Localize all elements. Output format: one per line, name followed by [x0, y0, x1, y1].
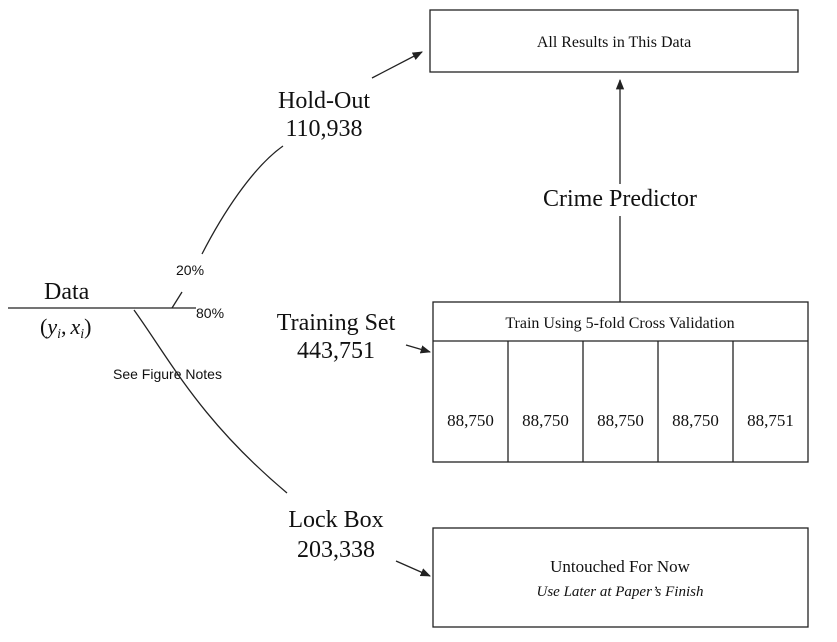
fold-count-4: 88,750 — [672, 411, 719, 430]
cv-box: Train Using 5-fold Cross Validation 88,7… — [432, 301, 809, 463]
lockbox-label: Lock Box — [288, 507, 383, 533]
holdout-percent: 20% — [176, 262, 204, 278]
fold-count-5: 88,751 — [747, 411, 794, 430]
fold-count-2: 88,750 — [522, 411, 569, 430]
training-count: 443,751 — [297, 338, 375, 364]
holdout-split-tick — [171, 291, 183, 309]
cv-folds: 88,750 88,750 88,750 88,750 88,751 — [447, 341, 794, 462]
untouched-box — [432, 527, 809, 628]
cv-box-title: Train Using 5-fold Cross Validation — [505, 315, 734, 332]
tuple-close-paren: ) — [84, 314, 91, 339]
holdout-arrow — [371, 51, 423, 79]
fold-count-3: 88,750 — [597, 411, 644, 430]
holdout-label: Hold-Out — [278, 88, 370, 114]
tuple-y-subscript: i — [57, 327, 61, 342]
untouched-box-subtitle: Use Later at Paper’s Finish — [537, 584, 704, 600]
lockbox-arrow — [395, 560, 431, 577]
training-arrow — [405, 344, 431, 354]
tuple-open-paren: ( — [40, 314, 47, 339]
data-tuple-label: (yi,xi) — [40, 314, 91, 342]
holdout-connector — [201, 145, 284, 255]
fold-count-1: 88,750 — [447, 411, 494, 430]
training-label: Training Set — [277, 310, 396, 336]
untouched-box-title: Untouched For Now — [550, 557, 690, 576]
holdout-count: 110,938 — [285, 116, 362, 142]
lockbox-count: 203,338 — [297, 537, 375, 563]
results-box — [429, 9, 799, 73]
lockbox-note: See Figure Notes — [113, 366, 222, 382]
training-percent: 80% — [196, 305, 224, 321]
tuple-x-subscript: i — [80, 327, 84, 342]
data-label: Data — [44, 279, 90, 305]
tuple-x: x — [69, 314, 80, 339]
tuple-y: y — [45, 314, 57, 339]
lockbox-connector — [133, 309, 288, 494]
tuple-comma: , — [61, 314, 67, 339]
predictor-label: Crime Predictor — [543, 186, 697, 212]
results-box-label: All Results in This Data — [537, 34, 691, 51]
cv-box-frame — [432, 301, 809, 463]
